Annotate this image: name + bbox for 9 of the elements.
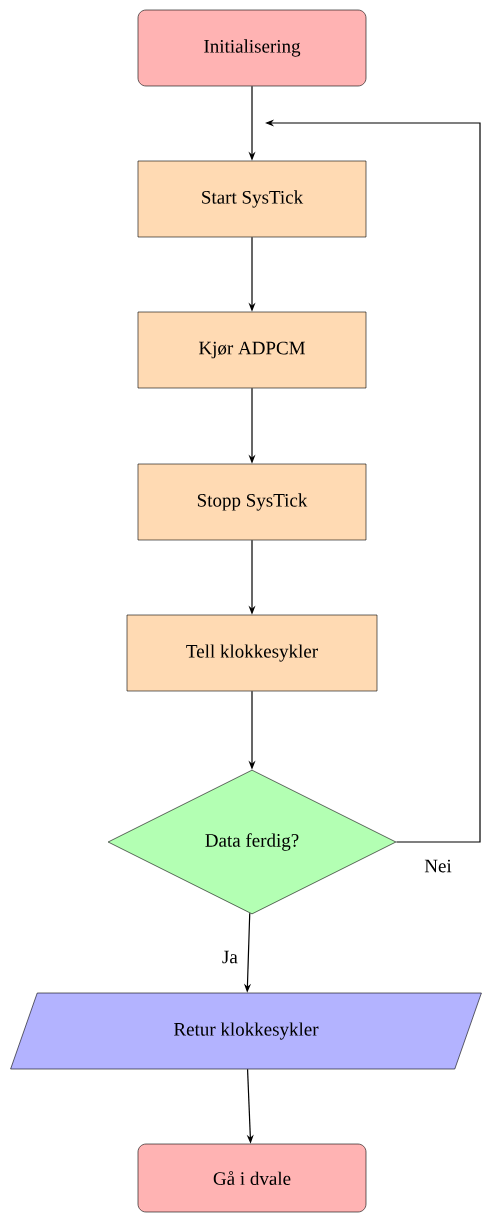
process-box: Stopp SysTick <box>137 463 367 541</box>
io-parallelogram: Retur klokkesykler <box>10 992 482 1070</box>
process-box: Tell klokkesykler <box>126 614 378 692</box>
process-box: Start SysTick <box>137 160 367 238</box>
edge-label: Nei <box>424 859 452 873</box>
terminal-box: Gå i dvale <box>137 1143 367 1213</box>
process-box: Kjør ADPCM <box>137 311 367 389</box>
terminal-box: Initialisering <box>137 9 367 87</box>
edge-label: Ja <box>222 950 238 964</box>
